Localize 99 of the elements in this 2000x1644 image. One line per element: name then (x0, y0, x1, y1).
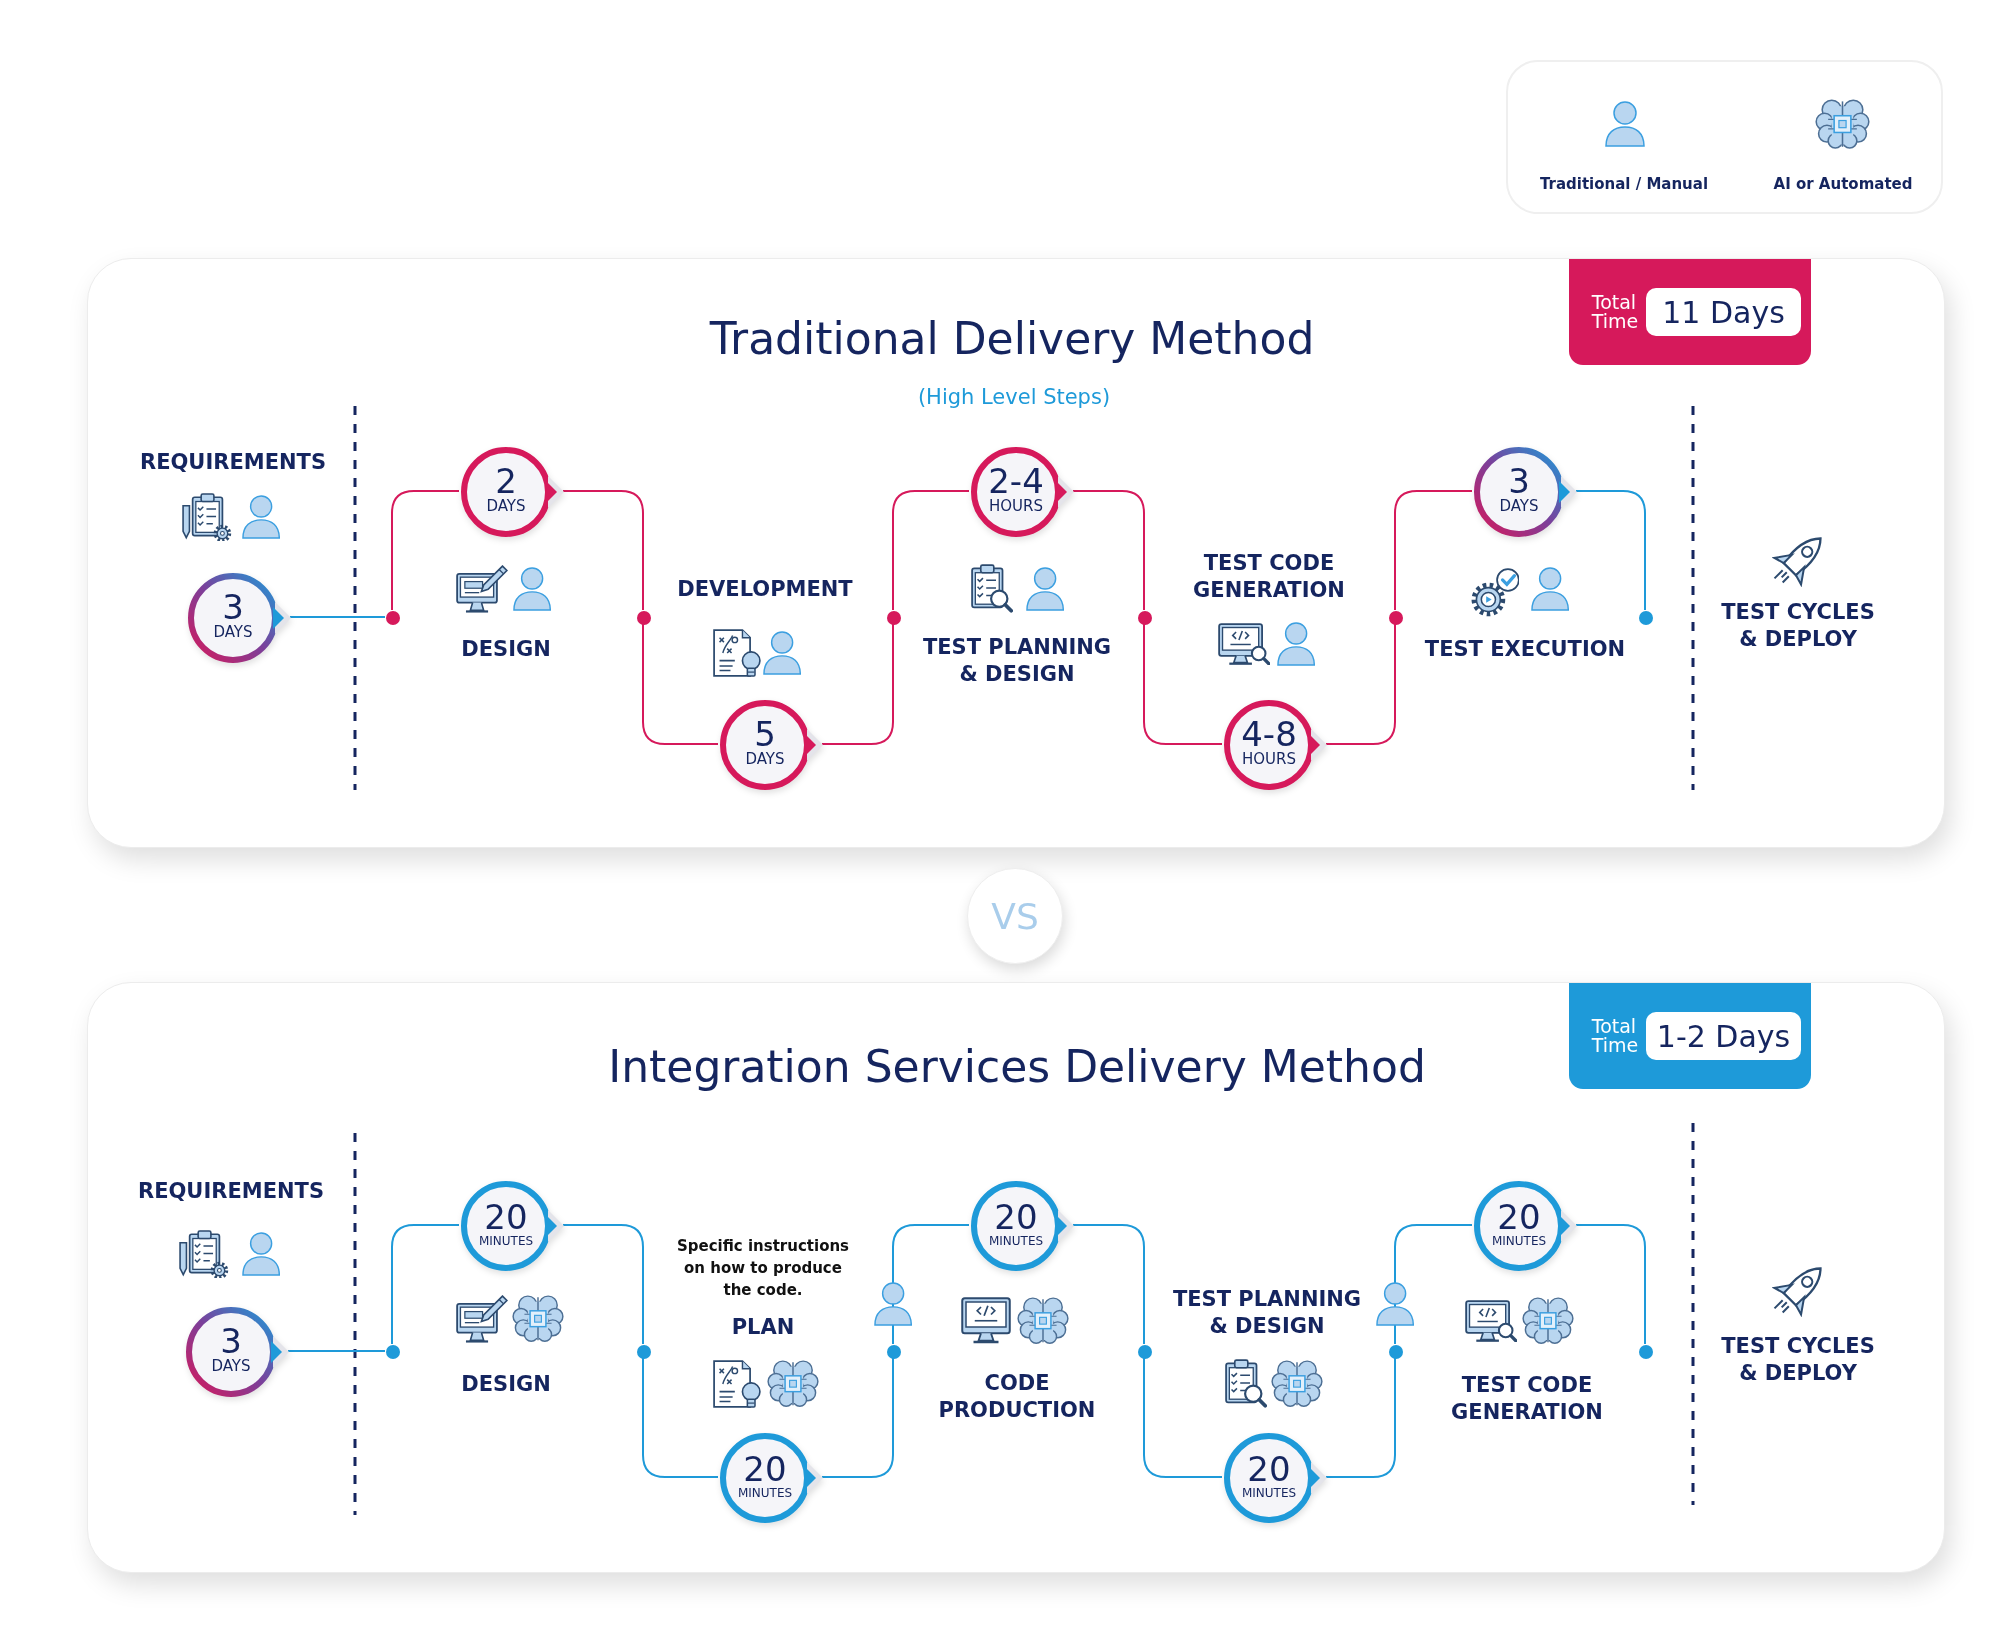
step-title: REQUIREMENTS (138, 1177, 324, 1205)
duration-value: 3 (222, 590, 244, 624)
connector-line (1072, 490, 1145, 611)
step-title: REQUIREMENTS (140, 448, 326, 476)
duration-unit: DAYS (745, 751, 785, 767)
junction-dot (637, 1345, 651, 1359)
total-time-badge (1569, 259, 1811, 365)
junction-dot (1138, 611, 1152, 625)
duration-circle (460, 1180, 564, 1272)
connector-line (1325, 623, 1396, 745)
duration-unit: DAYS (1499, 498, 1539, 514)
panel-title: Traditional Delivery Method (709, 313, 1315, 365)
duration-circle (460, 446, 564, 538)
connector-line (821, 1357, 894, 1478)
connector-line (287, 1350, 386, 1352)
duration-circle (187, 572, 291, 664)
duration-unit: MINUTES (1491, 1235, 1547, 1247)
connector-line (642, 1357, 719, 1478)
connector-line (892, 1224, 970, 1345)
duration-value: 20 (484, 1200, 528, 1234)
duration-value: 2 (495, 464, 517, 498)
duration-unit: MINUTES (478, 1235, 534, 1247)
junction-dot (887, 611, 901, 625)
step-title: TEST PLANNING & DESIGN (921, 634, 1113, 688)
step-note: Specific instructions on how to produce the code. (675, 1236, 851, 1301)
step-title: TEST CODE GENERATION (1192, 550, 1346, 604)
connector-line (1394, 490, 1473, 611)
connector-line (1575, 490, 1646, 611)
panel-card (87, 982, 1945, 1573)
total-time-badge (1569, 983, 1811, 1089)
step-title: TEST EXECUTION (1424, 635, 1626, 663)
connector-line (821, 623, 894, 745)
step-title: DESIGN (461, 635, 551, 663)
duration-value: 3 (220, 1324, 242, 1358)
panel-title: Integration Services Delivery Method (608, 1041, 1426, 1093)
connector-line (391, 490, 460, 611)
duration-circle (970, 446, 1074, 538)
step-title: TEST CYCLES & DEPLOY (1720, 1333, 1876, 1387)
duration-value: 2-4 (988, 464, 1044, 498)
connector-line (1394, 1224, 1473, 1345)
step-title: DESIGN (461, 1370, 551, 1398)
duration-value: 3 (1508, 464, 1530, 498)
connector-line (1325, 1357, 1396, 1478)
vs-circle: VS (967, 868, 1063, 964)
junction-dot (1639, 1345, 1653, 1359)
junction-dot (1138, 1345, 1152, 1359)
junction-dot (1639, 611, 1653, 625)
duration-unit: DAYS (213, 624, 253, 640)
duration-unit: HOURS (989, 498, 1043, 514)
duration-value: 20 (1247, 1452, 1291, 1486)
step-title: TEST CODE GENERATION (1450, 1372, 1604, 1426)
duration-circle (185, 1306, 289, 1398)
duration-unit: DAYS (486, 498, 526, 514)
duration-circle (1473, 446, 1577, 538)
duration-circle (1223, 1432, 1327, 1524)
connector-line (1143, 623, 1223, 745)
total-time-label: Total Time (1591, 293, 1639, 331)
connector-line (892, 490, 970, 611)
legend-label: AI or Automated (1773, 175, 1913, 193)
duration-value: 5 (754, 717, 776, 751)
duration-value: 20 (994, 1200, 1038, 1234)
connector-line (391, 1224, 460, 1345)
connector-line (642, 623, 719, 745)
step-title: TEST PLANNING & DESIGN (1171, 1286, 1363, 1340)
step-title: DEVELOPMENT (677, 575, 853, 603)
total-time-label: Total Time (1591, 1017, 1639, 1055)
junction-dot (637, 611, 651, 625)
duration-circle (719, 699, 823, 791)
duration-unit: MINUTES (1241, 1487, 1297, 1499)
step-title: CODE PRODUCTION (937, 1370, 1097, 1424)
duration-circle (719, 1432, 823, 1524)
duration-value: 4-8 (1241, 717, 1297, 751)
connector-line (1575, 1224, 1646, 1345)
junction-dot (887, 1345, 901, 1359)
panel-card (87, 258, 1945, 848)
legend-label: Traditional / Manual (1539, 175, 1709, 193)
duration-value: 20 (1497, 1200, 1541, 1234)
junction-dot (386, 611, 400, 625)
connector-line (562, 1224, 644, 1345)
duration-unit: MINUTES (988, 1235, 1044, 1247)
step-title: TEST CYCLES & DEPLOY (1720, 599, 1876, 653)
connector-line (1143, 1357, 1223, 1478)
junction-dot (1389, 1345, 1403, 1359)
duration-circle (1223, 699, 1327, 791)
junction-dot (1389, 611, 1403, 625)
duration-unit: DAYS (211, 1358, 251, 1374)
total-time-value: 1-2 Days (1646, 1012, 1801, 1060)
duration-circle (1473, 1180, 1577, 1272)
duration-unit: HOURS (1242, 751, 1296, 767)
total-time-value: 11 Days (1646, 288, 1801, 336)
connector-line (1072, 1224, 1145, 1345)
connector-line (289, 616, 386, 618)
step-title: PLAN (731, 1313, 795, 1341)
duration-circle (970, 1180, 1074, 1272)
connector-line (562, 490, 644, 611)
duration-value: 20 (743, 1452, 787, 1486)
junction-dot (386, 1345, 400, 1359)
duration-unit: MINUTES (737, 1487, 793, 1499)
panel-subtitle: (High Level Steps) (917, 385, 1111, 411)
